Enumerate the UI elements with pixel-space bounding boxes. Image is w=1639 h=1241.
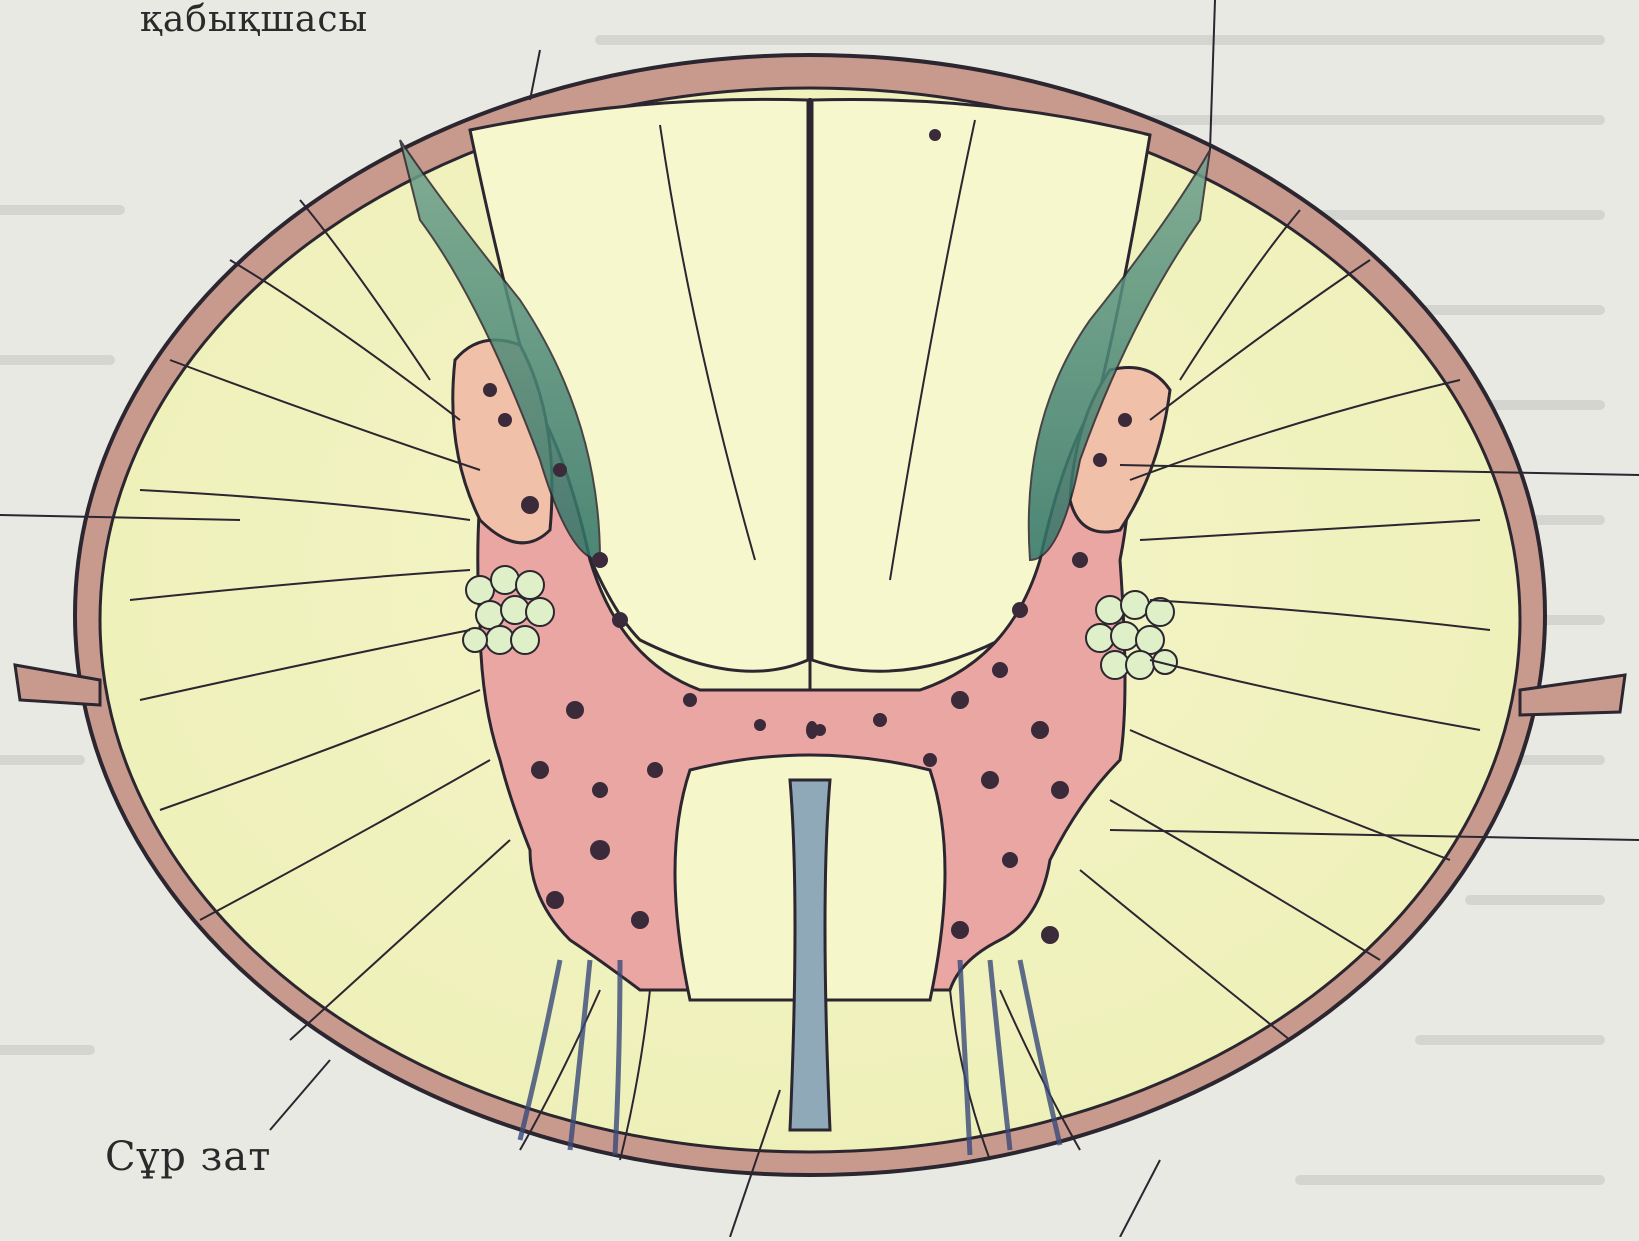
grey-matter-caption: Сұр зат [105, 1135, 271, 1179]
membrane-caption: қабықшасы [140, 0, 368, 40]
anterior-septum [790, 780, 830, 1130]
central-canal [806, 721, 818, 739]
